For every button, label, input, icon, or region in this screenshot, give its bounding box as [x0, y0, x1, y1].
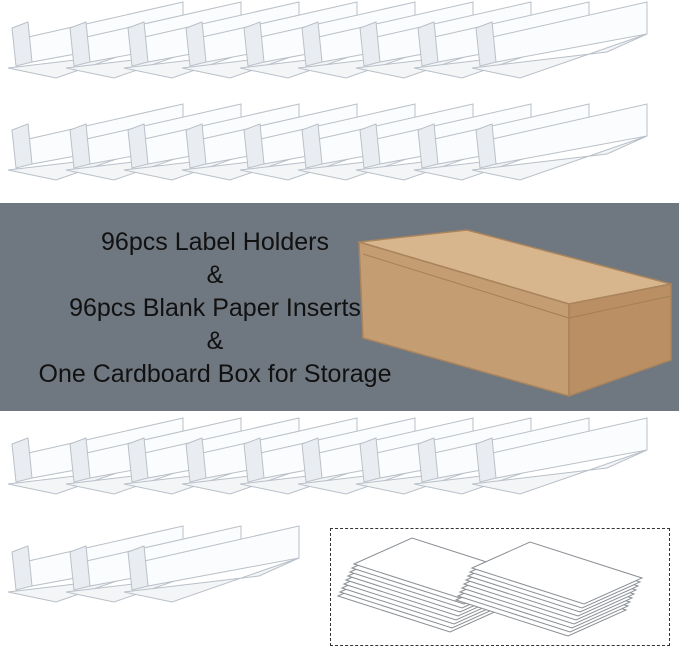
- label-holder-icon: [181, 1, 358, 79]
- label-holder-icon: [7, 525, 184, 603]
- label-holder-icon: [123, 417, 300, 495]
- banner-text: 96pcs Label Holders & 96pcs Blank Paper …: [0, 226, 430, 391]
- cardboard-box-icon: [358, 229, 672, 398]
- banner-line-label-holders: 96pcs Label Holders: [101, 228, 329, 256]
- banner-ampersand-2: &: [206, 327, 224, 355]
- label-holder-icon: [355, 417, 532, 495]
- label-holder-icon: [65, 1, 242, 79]
- label-holder-icon: [7, 103, 184, 181]
- label-holder-icon: [413, 417, 590, 495]
- label-holder-icon: [7, 1, 184, 79]
- label-holder-icon: [471, 103, 648, 181]
- paper-inserts-frame: [330, 528, 670, 646]
- banner-line-paper-inserts: 96pcs Blank Paper Inserts: [69, 294, 361, 322]
- label-holder-icon: [65, 417, 242, 495]
- label-holder-icon: [239, 103, 416, 181]
- banner-ampersand-1: &: [206, 261, 224, 289]
- label-holder-icon: [471, 1, 648, 79]
- paper-inserts-icon: [336, 537, 644, 637]
- label-holder-icon: [471, 417, 648, 495]
- label-holder-icon: [123, 525, 300, 603]
- paper-insert-card: [470, 541, 644, 605]
- banner-line-cardboard-box: One Cardboard Box for Storage: [38, 360, 392, 388]
